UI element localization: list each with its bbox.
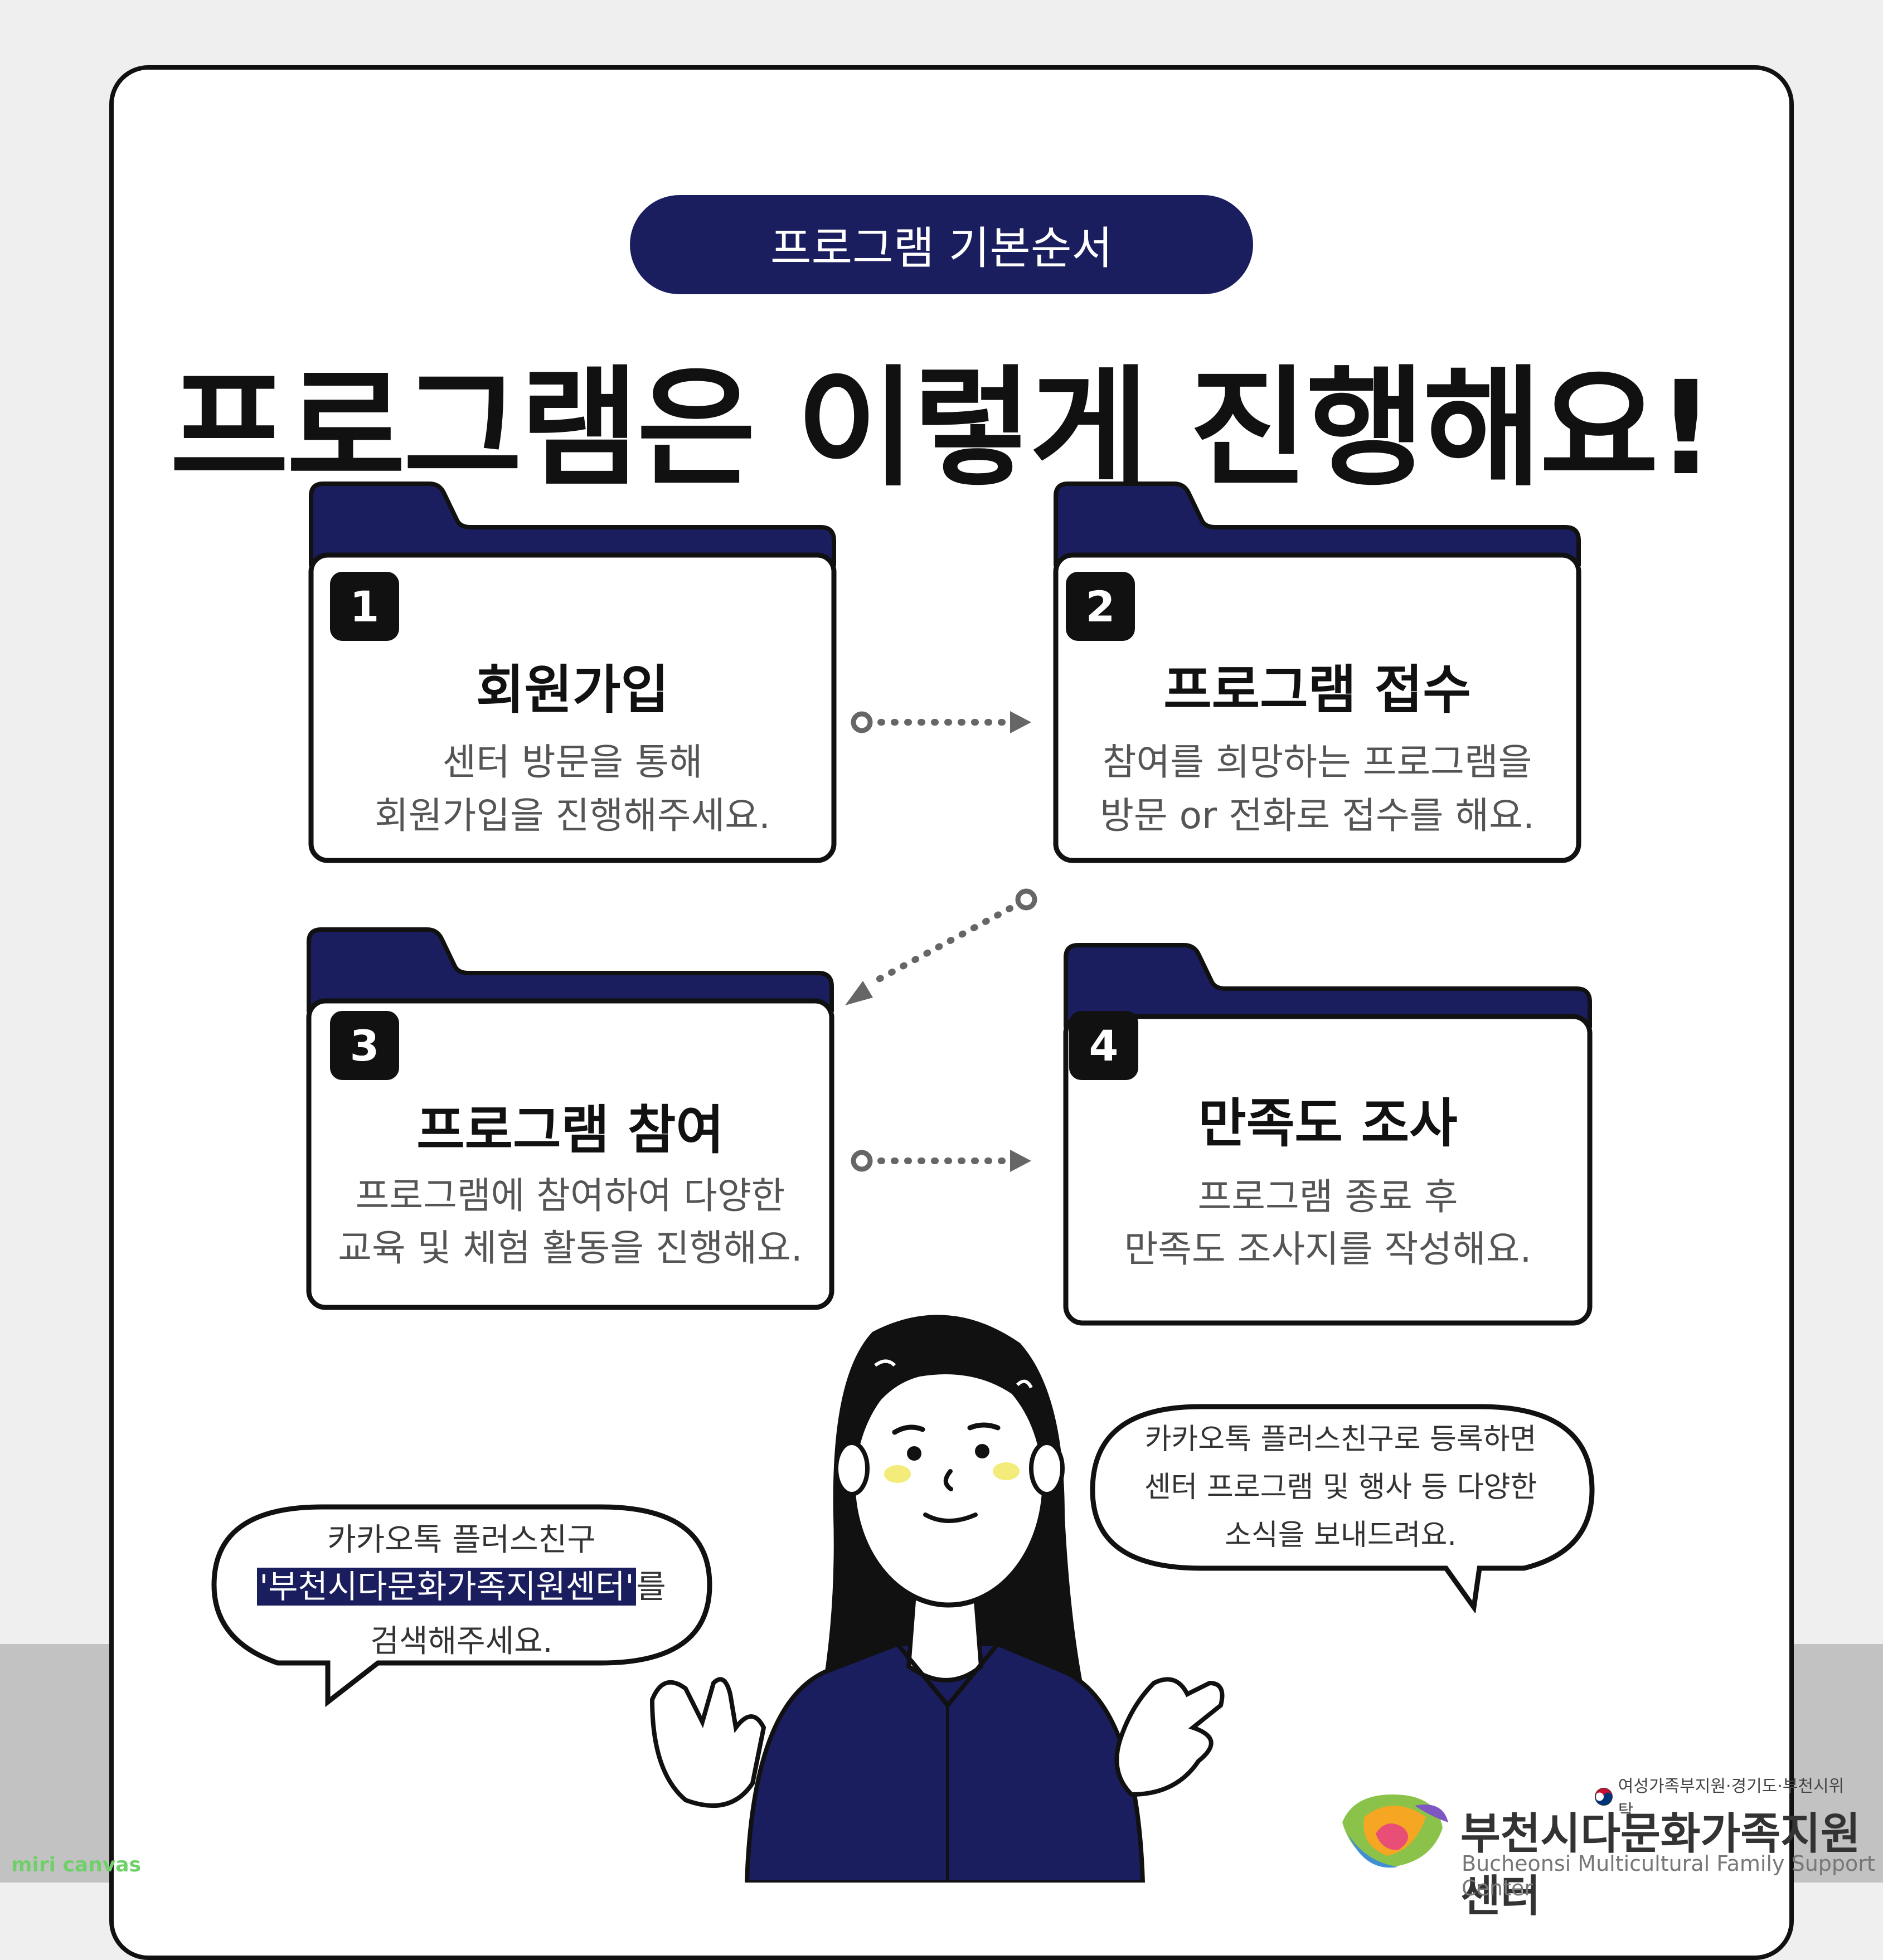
step-number-badge: 2 [1066,572,1135,641]
logo-sponsor-text: 여성가족부지원·경기도·부천시위탁 [1618,1777,1845,1821]
center-logo-icon [1342,1794,1448,1868]
step-description-line2: 교육 및 체험 활동을 진행해요. [338,1227,803,1270]
step-card-2: 2 프로그램 접수 참여를 희망하는 프로그램을 방문 or 전화로 접수를 해… [1052,480,1582,864]
watermark: miri canvas [11,1854,141,1876]
step-number-badge: 4 [1069,1011,1138,1080]
step-description-line2: 회원가입을 진행해주세요. [375,794,770,837]
arrow-3-to-4-icon [851,1150,1031,1172]
step-description-line1: 프로그램에 참여하여 다양한 [355,1174,785,1217]
step-card-3: 3 프로그램 참여 프로그램에 참여하여 다양한 교육 및 체험 활동을 진행해… [305,926,835,1311]
folder-shape-icon [1063,943,1593,1326]
step-title: 프로그램 참여 [416,1100,724,1161]
bubble-right-line3: 소식을 보내드려요. [1225,1519,1457,1552]
arrow-2-to-3-icon [845,888,1037,1005]
step-card-4: 4 만족도 조사 프로그램 종료 후 만족도 조사지를 작성해요. [1062,942,1593,1326]
speech-bubble-right [1090,1404,1595,1613]
step-title: 회원가입 [476,660,669,721]
logo-english-name: Bucheonsi Multicultural Family Support C… [1462,1851,1875,1900]
step-description-line1: 프로그램 종료 후 [1197,1175,1458,1218]
bubble-left-highlight: '부천시다문화가족지원센터' [257,1568,637,1606]
folder-shape-icon [1053,482,1581,863]
woman-character-illustration [649,1315,1225,1883]
page-title: 프로그램은 이렇게 진행해요! [169,353,1716,504]
step-description-line1: 센터 방문을 통해 [442,741,703,784]
arrow-1-to-2-icon [851,711,1031,733]
step-description-line1: 참여를 희망하는 프로그램을 [1102,741,1532,784]
bubble-left-after-highlight: 를 [636,1568,666,1606]
folder-shape-icon [308,482,837,863]
step-description-line2: 방문 or 전화로 접수를 해요. [1100,794,1535,837]
folder-shape-icon [306,927,834,1310]
step-title: 만족도 조사 [1198,1093,1458,1154]
bubble-left-line1: 카카오톡 플러스친구 [327,1522,596,1558]
bubble-right-line2: 센터 프로그램 및 행사 등 다양한 [1144,1471,1537,1504]
sponsor-line: 여성가족부지원·경기도·부천시위탁 [1594,1772,1851,1821]
arrows-layer [845,711,1037,1172]
step-number-badge: 1 [330,572,399,641]
bubble-right-line1: 카카오톡 플러스친구로 등록하면 [1144,1423,1537,1456]
bubble-left-line2: '부천시다문화가족지원센터'를 [233,1560,690,1607]
section-pill-label: 프로그램 기본순서 [630,195,1253,294]
step-title: 프로그램 접수 [1163,660,1471,721]
korea-emblem-icon [1595,1788,1613,1806]
step-number-badge: 3 [330,1011,399,1080]
step-description-line2: 만족도 조사지를 작성해요. [1124,1228,1532,1271]
bubble-left-line3: 검색해주세요. [370,1623,553,1660]
step-card-1: 1 회원가입 센터 방문을 통해 회원가입을 진행해주세요. [308,480,837,864]
